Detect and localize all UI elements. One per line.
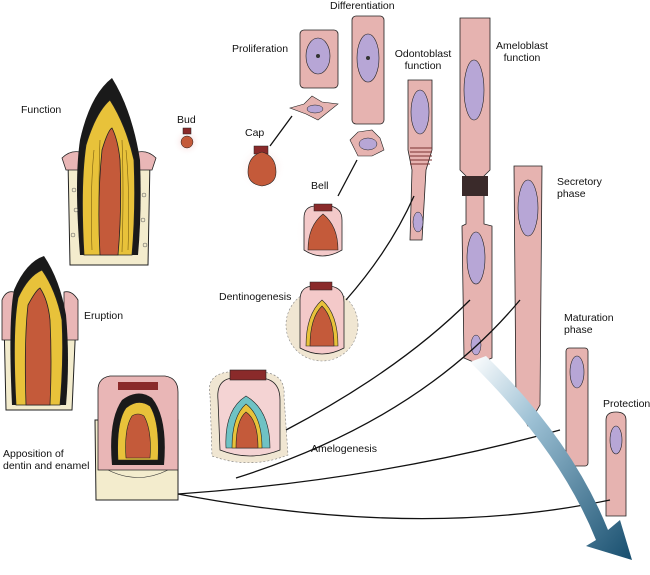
tooth-eruption [1,256,79,411]
label-proliferation: Proliferation [232,43,289,55]
label-odontoblast-line2: function [404,60,442,72]
cell-differentiation [351,15,385,125]
cell-proliferation [299,29,339,89]
cell-star-lower [349,129,385,157]
label-cap: Cap [245,127,265,139]
label-ameloblast-line1: Ameloblast [496,40,548,52]
tooth-apposition [94,375,179,501]
label-maturation-line2: phase [564,324,593,336]
label-ameloblast-line2: function [503,52,541,64]
label-apposition-line2: dentin and enamel [3,460,90,472]
label-odontoblast-function: Odontoblast function [388,48,458,72]
cell-secretory [513,165,543,427]
label-protection: Protection [603,398,650,410]
cell-odontoblast [407,79,433,241]
label-secretory-line2: phase [557,188,586,200]
label-maturation-phase: Maturation phase [564,312,614,336]
tooth-dentinogenesis [285,281,359,362]
label-secretory-phase: Secretory phase [557,176,602,200]
label-bud: Bud [177,114,196,126]
tooth-function [61,78,157,266]
label-differentiation: Differentiation [330,0,395,12]
progression-arrow [470,356,632,560]
label-apposition: Apposition of dentin and enamel [3,448,89,472]
connector-lines [177,115,611,520]
label-function: Function [21,104,62,116]
label-bell: Bell [311,180,329,192]
label-ameloblast-function: Ameloblast function [490,40,554,64]
label-apposition-line1: Apposition of [3,448,64,460]
cell-protection [605,411,627,517]
stage-bell [295,203,351,261]
label-secretory-line1: Secretory [557,176,602,188]
label-maturation-line1: Maturation [564,312,614,324]
label-eruption: Eruption [84,310,124,322]
cell-maturation [565,347,589,467]
label-odontoblast-line1: Odontoblast [394,48,452,60]
cell-star-upper [289,95,339,121]
tooth-amelogenesis [209,369,289,464]
stage-cap [238,144,286,192]
label-dentinogenesis: Dentinogenesis [219,291,292,303]
label-amelogenesis: Amelogenesis [311,443,377,455]
stage-bud [173,127,201,156]
cell-ameloblast [459,17,493,365]
